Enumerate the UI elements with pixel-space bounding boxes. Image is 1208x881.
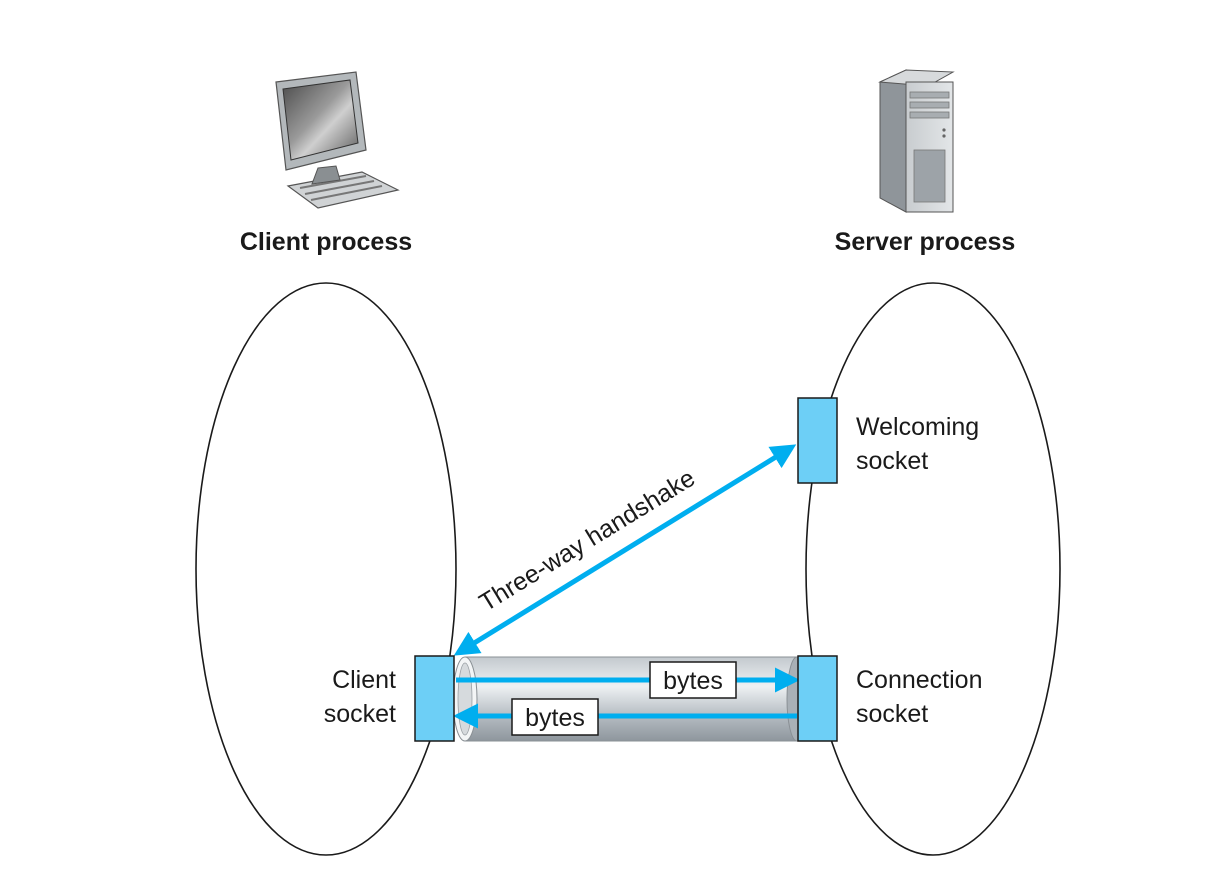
bytes-label-upper: bytes — [649, 661, 737, 699]
server-tower-icon — [878, 69, 955, 213]
handshake-label: Three-way handshake — [475, 464, 701, 617]
tcp-connection-pipe — [452, 656, 808, 742]
client-process-ellipse — [195, 282, 457, 856]
server-process-title: Server process — [835, 228, 1016, 256]
client-process-title: Client process — [240, 228, 412, 256]
server-process-ellipse — [805, 282, 1061, 856]
bytes-label-lower: bytes — [511, 698, 599, 736]
desktop-computer-icon — [275, 71, 400, 209]
bytes-upper-text: bytes — [663, 667, 723, 695]
connection-socket-label-line1: Connection — [856, 666, 982, 694]
connection-socket — [797, 655, 838, 742]
handshake-arrow — [453, 444, 797, 656]
client-socket-label-line1: Client — [332, 666, 396, 694]
connection-socket-label-line2: socket — [856, 700, 928, 728]
welcoming-socket-label-line1: Welcoming — [856, 413, 979, 441]
client-socket-label-line2: socket — [324, 700, 396, 728]
welcoming-socket — [797, 397, 838, 484]
welcoming-socket-label-line2: socket — [856, 447, 928, 475]
client-socket — [414, 655, 455, 742]
bytes-lower-text: bytes — [525, 704, 585, 732]
